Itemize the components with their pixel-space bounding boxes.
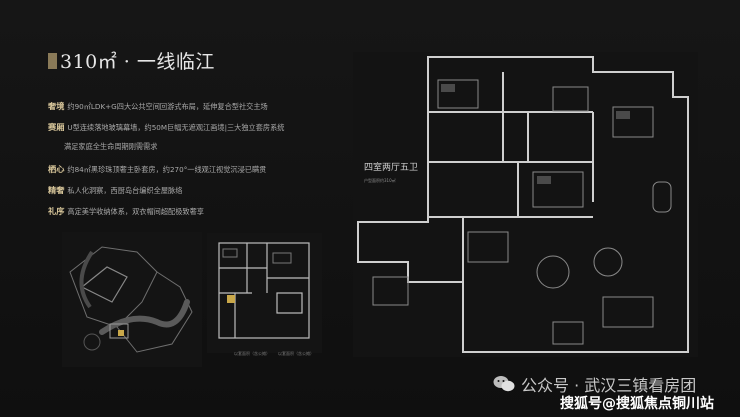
title-tag — [48, 52, 57, 69]
page-title: 310㎡ · 一线临江 — [48, 47, 215, 74]
plan-subcaption: 户型面积约310㎡ — [364, 178, 396, 183]
feature-text: 高定美学收纳体系，双衣帽间超配极致奢享 — [67, 207, 204, 216]
feature-text: 满足家庭全生命周期刚需需求 — [64, 142, 158, 151]
wechat-watermark: 公众号 · 武汉三镇看房团 — [493, 372, 696, 396]
sohu-watermark: 搜狐号@搜狐焦点铜川站 — [560, 396, 714, 412]
feature-list: 奢境 约90㎡LDK+G四大公共空间回游式布局，延伸复合型社交主场 赛厢 U型连… — [48, 100, 348, 226]
feature-text: U型连续落地玻璃幕墙，约50M巨幅无遮观江画境|三大独立套房系统 — [67, 123, 285, 132]
title-text: 310㎡ · 一线临江 — [60, 51, 215, 73]
site-plan-map — [62, 232, 202, 367]
legend-left: 以套面积（含公摊） — [234, 351, 270, 356]
feature-item: 满足家庭全生命周期刚需需求 — [48, 142, 348, 163]
feature-label: 奢境 — [48, 101, 65, 111]
feature-label: 栖心 — [48, 164, 65, 174]
feature-item: 栖心 约84㎡黑珍珠顶奢主卧套房，约270°一线观江视觉沉浸已瞒贯 — [48, 163, 348, 184]
feature-text: 约90㎡LDK+G四大公共空间回游式布局，延伸复合型社交主场 — [67, 102, 268, 111]
feature-label: 赛厢 — [48, 122, 65, 132]
wechat-icon — [493, 375, 515, 393]
feature-item: 礼序 高定美学收纳体系，双衣帽间超配极致奢享 — [48, 205, 348, 226]
feature-label: 精奢 — [48, 185, 65, 195]
mini-floor-plan — [207, 233, 322, 353]
feature-label: 礼序 — [48, 206, 65, 216]
plan-caption: 四室两厅五卫 — [364, 163, 419, 173]
wechat-watermark-text: 公众号 · 武汉三镇看房团 — [521, 376, 697, 395]
feature-item: 奢境 约90㎡LDK+G四大公共空间回游式布局，延伸复合型社交主场 — [48, 100, 348, 121]
feature-item: 精奢 私人化洞察，西厨岛台编织全屋脉络 — [48, 184, 348, 205]
feature-text: 约84㎡黑珍珠顶奢主卧套房，约270°一线观江视觉沉浸已瞒贯 — [67, 165, 267, 174]
legend-right: 以套面积（含公摊） — [278, 351, 314, 356]
main-floor-plan — [353, 52, 698, 357]
feature-item: 赛厢 U型连续落地玻璃幕墙，约50M巨幅无遮观江画境|三大独立套房系统 — [48, 121, 348, 142]
feature-text: 私人化洞察，西厨岛台编织全屋脉络 — [67, 186, 183, 195]
